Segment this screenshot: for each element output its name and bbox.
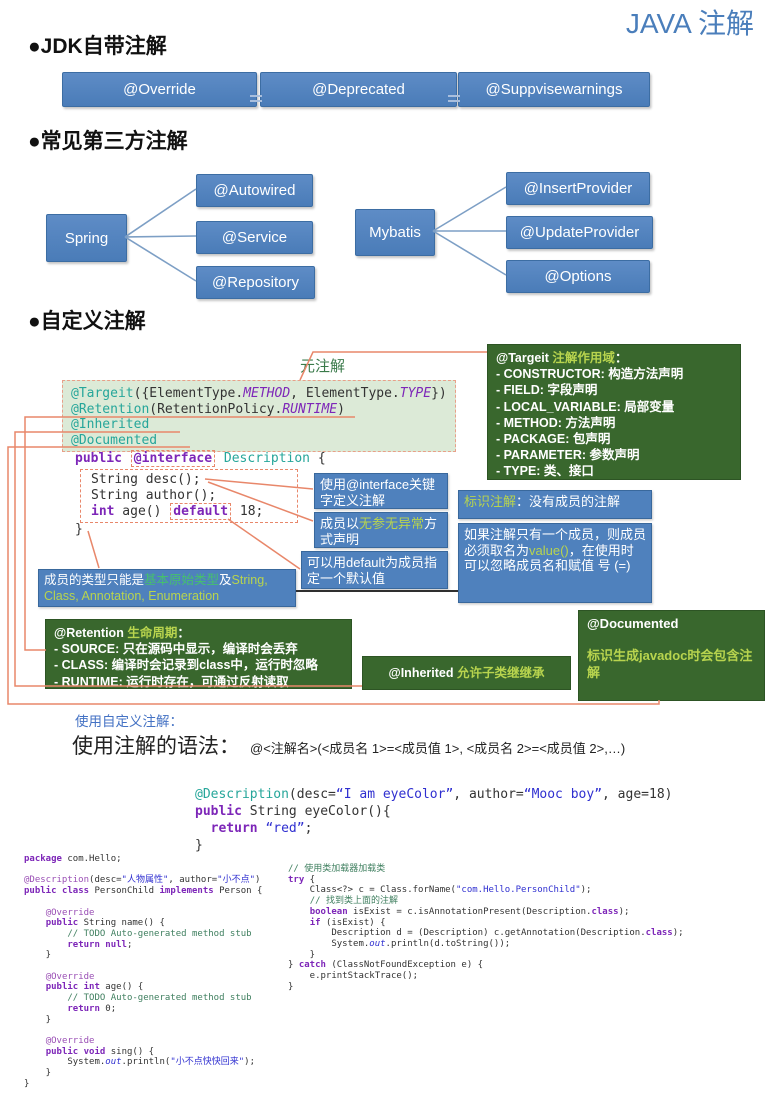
tree-root-spring: Spring — [46, 214, 127, 262]
callout-interface-keyword: 使用@interface关键字定义注解 — [314, 473, 448, 509]
callout-default-value: 可以用default为成员指定一个默认值 — [301, 551, 448, 589]
tree-leaf-autowired: @Autowired — [196, 174, 313, 207]
jdk-box-suppresswarnings: @Suppvisewarnings — [458, 72, 650, 107]
meta-annotation-label: 元注解 — [300, 358, 346, 375]
callout-marker-annotation: 标识注解：没有成员的注解 — [458, 490, 652, 519]
interface-close-brace: } — [75, 522, 83, 537]
section-heading-jdk: ●JDK自带注解 — [28, 35, 167, 58]
syntax-pattern: @<注解名>(<成员名 1>=<成员值 1>, <成员名 2>=<成员值 2>,… — [250, 741, 626, 756]
retention-lifecycle-box: @Retention 生命周期： - SOURCE: 只在源码中显示，编译时会丢… — [45, 619, 352, 689]
jdk-box-deprecated: @Deprecated — [260, 72, 457, 107]
tree-leaf-options: @Options — [506, 260, 650, 293]
person-child-code: package com.Hello; @Description(desc="人物… — [24, 854, 263, 1089]
tree-leaf-service: @Service — [196, 221, 313, 254]
tree-branch-lines — [124, 186, 507, 282]
use-custom-annotation-label: 使用自定义注解： — [75, 714, 183, 729]
syntax-heading: 使用注解的语法： — [72, 735, 240, 758]
interface-members: String desc();String author();int age() … — [80, 469, 298, 523]
page-title: JAVA 注解 — [625, 8, 754, 39]
syntax-row: 使用注解的语法： @<注解名>(<成员名 1>=<成员值 1>, <成员名 2>… — [72, 730, 625, 760]
usage-code-sample: @Description(desc=“I am eyeColor”, autho… — [195, 787, 673, 853]
section-heading-thirdparty: ●常见第三方注解 — [28, 130, 188, 153]
jdk-box-override: @Override — [62, 72, 257, 107]
tree-leaf-repository: @Repository — [196, 266, 315, 299]
callout-single-member-value: 如果注解只有一个成员，则成员必须取名为value()，在使用时可以忽略成员名和赋… — [458, 523, 652, 603]
section-heading-custom: ●自定义注解 — [28, 310, 146, 333]
tree-leaf-updateprovider: @UpdateProvider — [506, 216, 653, 249]
inherited-box: @Inherited 允许子类继继承 — [362, 656, 571, 690]
meta-annotation-code: @Targeit({ElementType.METHOD, ElementTyp… — [62, 380, 456, 452]
interface-declaration: public @interface Description { — [75, 450, 326, 467]
callout-member-types: 成员的类型只能是基本原始类型及String, Class, Annotation… — [38, 569, 296, 607]
documented-box: @Documented 标识生成javadoc时会包含注解 — [578, 610, 765, 701]
callout-member-declaration: 成员以无参无异常方式声明 — [314, 512, 448, 548]
targeit-scope-box: @Targeit 注解作用域： - CONSTRUCTOR: 构造方法声明 - … — [487, 344, 741, 480]
tree-leaf-insertprovider: @InsertProvider — [506, 172, 650, 205]
tree-root-mybatis: Mybatis — [355, 209, 435, 256]
